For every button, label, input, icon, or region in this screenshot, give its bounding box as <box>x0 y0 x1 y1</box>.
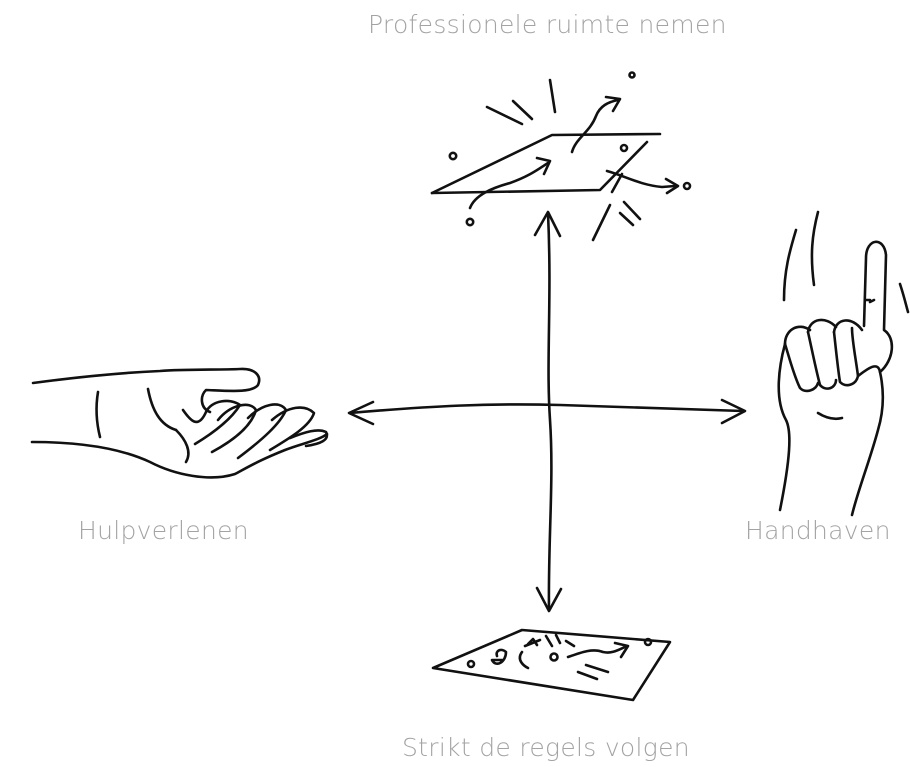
top-axis-label: Professionele ruimte nemen <box>368 10 727 39</box>
raised-index-finger-hand-icon <box>777 210 910 517</box>
bottom-axis-label: Strikt de regels volgen <box>402 733 690 762</box>
right-axis-label: Handhaven <box>745 516 891 545</box>
horizontal-axis-arrow <box>347 398 747 426</box>
open-palm-hand-icon <box>30 367 329 479</box>
left-axis-label: Hulpverlenen <box>78 516 249 545</box>
vertical-axis-arrow <box>533 210 563 613</box>
floating-plane-with-arrows-icon <box>430 71 692 242</box>
flat-map-with-signs-icon <box>431 628 672 702</box>
